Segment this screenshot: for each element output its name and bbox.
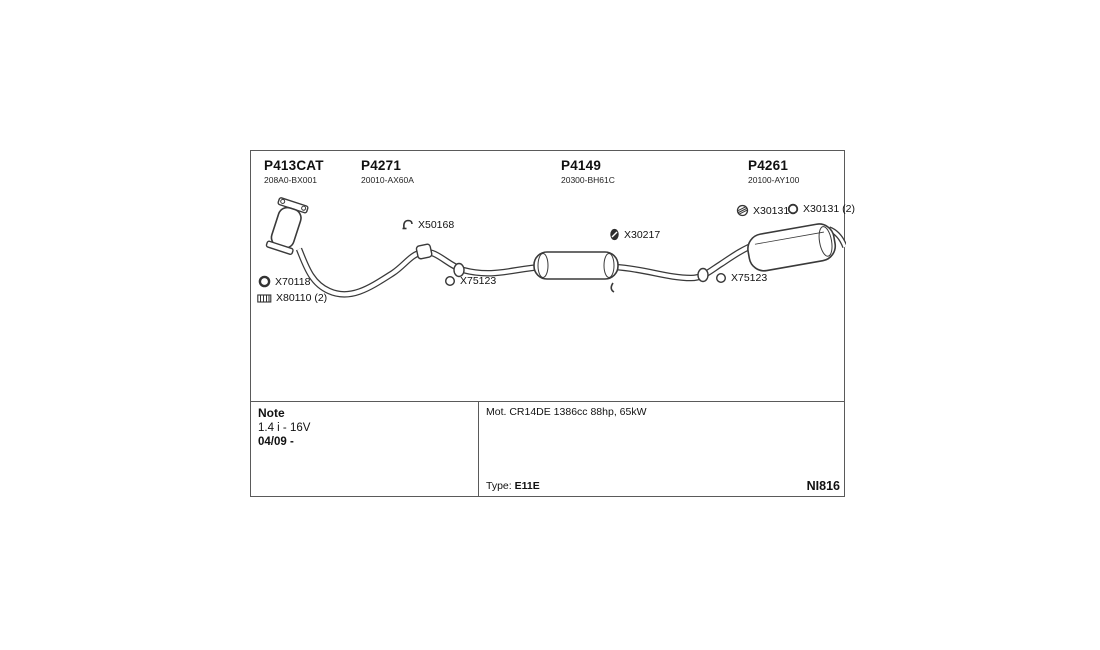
fastener-x30217: X30217 — [609, 228, 660, 241]
fastener-x30131: X30131 — [736, 204, 789, 217]
rubber-hanger-icon — [609, 228, 620, 241]
part-code: P413CAT — [264, 158, 324, 173]
flex-clamp — [415, 243, 433, 260]
note-title: Note — [258, 406, 285, 420]
part-code: P4271 — [361, 158, 402, 173]
part-code: P4261 — [748, 158, 789, 173]
fastener-label: X75123 — [731, 272, 768, 284]
nut-icon — [736, 204, 749, 217]
exhaust-system-drawing — [265, 197, 846, 298]
engine-spec: Mot. CR14DE 1386cc 88hp, 65kW — [486, 406, 647, 418]
gasket-ring-icon — [258, 275, 271, 288]
fastener-x80110: X80110 (2) — [257, 292, 327, 304]
front-pipe — [295, 247, 542, 298]
type-label: Type: — [486, 480, 515, 492]
spec-cell: Mot. CR14DE 1386cc 88hp, 65kW Type: E11E… — [479, 401, 844, 497]
note-date-range: 04/09 - — [258, 436, 294, 448]
fastener-x30131-2: X30131 (2) — [787, 203, 855, 215]
hanger-rod — [610, 282, 615, 293]
fastener-x70118: X70118 — [258, 275, 310, 288]
center-muffler — [533, 251, 619, 280]
part-section-3: P4149 20300-BH61C — [561, 158, 615, 185]
part-code: P4149 — [561, 158, 602, 173]
gasket-ring-icon — [715, 272, 727, 284]
fastener-label: X30131 (2) — [803, 203, 855, 215]
document-code: NI816 — [806, 479, 840, 493]
spring-icon — [257, 293, 272, 303]
flange-rear — [697, 267, 709, 283]
part-section-1: P413CAT 208A0-BX001 — [264, 158, 324, 185]
catalytic-converter — [265, 197, 309, 255]
fastener-label: X30131 — [753, 204, 790, 217]
clamp-icon — [401, 218, 414, 231]
note-engine-variant: 1.4 i - 16V — [258, 422, 311, 434]
part-number: 20300-BH61C — [561, 174, 615, 185]
part-number: 20100-AY100 — [748, 174, 800, 185]
gasket-ring-icon — [444, 275, 456, 287]
fastener-x75123-right: X75123 — [715, 272, 767, 284]
fastener-x75123-left: X75123 — [444, 275, 496, 287]
fastener-label: X75123 — [460, 275, 497, 287]
fastener-label: X30217 — [624, 228, 661, 241]
exhaust-diagram-area: P413CAT 208A0-BX001 P4271 20010-AX60A P4… — [251, 151, 855, 401]
part-number: 208A0-BX001 — [264, 174, 317, 185]
fastener-label: X70118 — [275, 275, 311, 288]
flange-front — [453, 262, 465, 278]
fastener-label: X80110 (2) — [276, 292, 328, 304]
type-value: E11E — [514, 480, 540, 492]
part-section-4: P4261 20100-AY100 — [748, 158, 800, 185]
gasket-ring-icon — [787, 203, 799, 215]
fastener-x50168: X50168 — [401, 218, 454, 231]
note-cell: Note 1.4 i - 16V 04/09 - — [251, 401, 479, 497]
diagram-frame: P413CAT 208A0-BX001 P4271 20010-AX60A P4… — [250, 150, 855, 497]
part-section-2: P4271 20010-AX60A — [361, 158, 414, 185]
fastener-label: X50168 — [418, 218, 455, 231]
part-number: 20010-AX60A — [361, 174, 414, 185]
rear-muffler — [747, 223, 837, 272]
type-approval: Type: E11E — [486, 480, 540, 492]
